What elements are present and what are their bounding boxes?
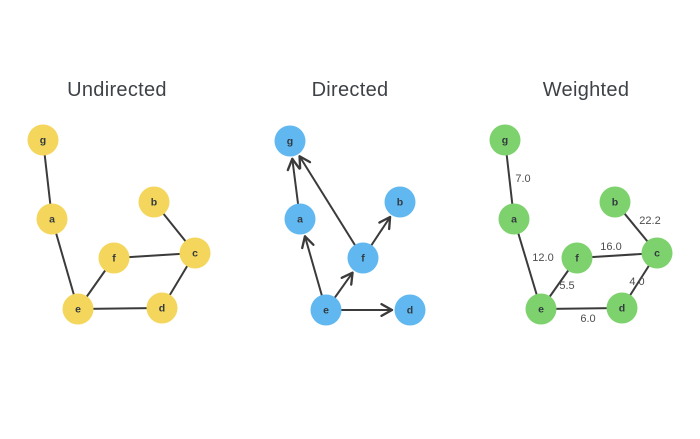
- undirected-node-label-g: g: [40, 135, 46, 147]
- weighted-node-g: [489, 124, 521, 156]
- edge-weight-b-c: 22.2: [639, 215, 660, 227]
- weighted-node-b: [599, 186, 631, 218]
- undirected-node-label-a: a: [49, 214, 55, 226]
- undirected-node-label-f: f: [112, 253, 116, 265]
- undirected-node-label-c: c: [192, 248, 198, 260]
- undirected-node-label-e: e: [75, 304, 81, 316]
- weighted-node-label-a: a: [511, 214, 517, 226]
- weighted-node-a: [498, 203, 530, 235]
- directed-node-f: [347, 242, 379, 274]
- undirected-node-label-b: b: [151, 197, 157, 209]
- weighted-graph: Weighted 7.0 12.0 5.5 16.0 22.2 4.0 6.0 g a b c f e d: [489, 79, 673, 325]
- undirected-node-c: [179, 237, 211, 269]
- directed-node-label-f: f: [361, 253, 365, 265]
- directed-node-d: [394, 294, 426, 326]
- undirected-node-e: [62, 293, 94, 325]
- directed-node-b: [384, 186, 416, 218]
- weighted-node-label-g: g: [502, 135, 508, 147]
- directed-node-a: [284, 203, 316, 235]
- directed-node-e: [310, 294, 342, 326]
- edge-weight-g-a: 7.0: [515, 173, 530, 185]
- weighted-node-label-f: f: [575, 253, 579, 265]
- weighted-title: Weighted: [543, 79, 630, 101]
- directed-node-g: [274, 125, 306, 157]
- edge-weight-e-f: 5.5: [559, 280, 574, 292]
- undirected-node-b: [138, 186, 170, 218]
- edge-weight-f-c: 16.0: [600, 241, 621, 253]
- directed-node-label-d: d: [407, 305, 413, 317]
- edge-a-e: [51, 218, 79, 310]
- undirected-node-f: [98, 242, 130, 274]
- weighted-node-label-b: b: [612, 197, 618, 209]
- weighted-node-e: [525, 293, 557, 325]
- undirected-node-d: [146, 292, 178, 324]
- directed-node-label-e: e: [323, 305, 329, 317]
- weighted-node-label-e: e: [538, 304, 544, 316]
- edge-a-e: [513, 218, 542, 310]
- directed-graph: Directed g a b f e d: [274, 79, 426, 326]
- directed-node-label-b: b: [397, 197, 403, 209]
- undirected-node-label-d: d: [159, 303, 165, 315]
- undirected-node-g: [27, 124, 59, 156]
- undirected-graph: Undirected g a b c f e d: [27, 79, 211, 325]
- directed-node-label-g: g: [287, 136, 293, 148]
- weighted-node-f: [561, 242, 593, 274]
- edge-weight-e-d: 6.0: [580, 313, 595, 325]
- weighted-node-c: [641, 237, 673, 269]
- directed-title: Directed: [312, 79, 389, 101]
- undirected-title: Undirected: [67, 79, 167, 101]
- edge-weight-c-d: 4.0: [629, 276, 644, 288]
- weighted-node-d: [606, 292, 638, 324]
- edge-f-g: [298, 155, 364, 259]
- weighted-node-label-d: d: [619, 303, 625, 315]
- weighted-node-label-c: c: [654, 248, 660, 260]
- undirected-node-a: [36, 203, 68, 235]
- directed-node-label-a: a: [297, 214, 303, 226]
- edge-weight-a-e: 12.0: [532, 252, 553, 264]
